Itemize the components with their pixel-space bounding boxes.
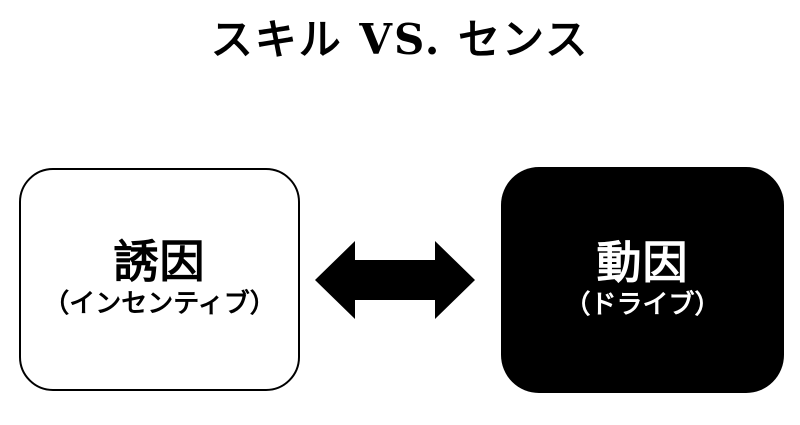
drive-box-sub-label: （ドライブ）: [564, 289, 721, 320]
drive-box: 動因 （ドライブ）: [501, 167, 784, 393]
diagram-title: スキル VS. センス: [210, 15, 590, 64]
incentive-box-main-label: 誘因: [113, 235, 206, 289]
incentive-box: 誘因 （インセンティブ）: [19, 168, 300, 391]
incentive-box-sub-label: （インセンティブ）: [43, 289, 276, 320]
drive-box-main-label: 動因: [596, 235, 689, 289]
double-headed-arrow-shape: [315, 241, 475, 319]
double-headed-arrow-icon: [315, 241, 475, 319]
